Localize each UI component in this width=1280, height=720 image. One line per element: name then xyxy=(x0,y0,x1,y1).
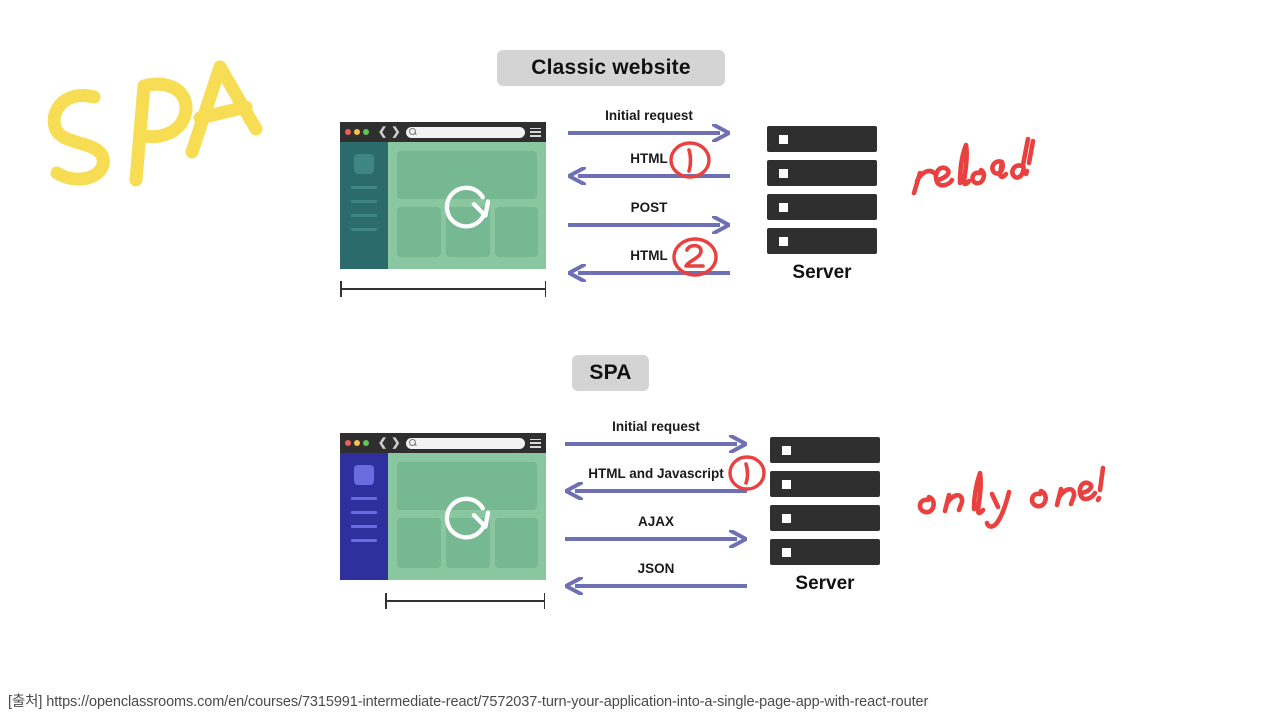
handwritten-only-one-note xyxy=(910,462,1120,537)
content-panel xyxy=(495,518,538,568)
hamburger-icon[interactable] xyxy=(530,127,541,137)
flow-label: Initial request xyxy=(605,108,693,123)
server-stack-classic: Server xyxy=(767,126,877,284)
arrow-right-icon xyxy=(568,216,730,234)
server-unit xyxy=(767,126,877,152)
flow-label: AJAX xyxy=(637,514,674,529)
chevron-left-icon[interactable]: ❮ xyxy=(378,436,388,449)
refresh-icon xyxy=(444,496,491,539)
green-dot-icon xyxy=(363,129,369,135)
server-unit xyxy=(770,471,880,497)
arrow-left-icon xyxy=(565,577,747,595)
server-unit xyxy=(770,505,880,531)
handwritten-marker-2: 2 xyxy=(672,237,718,277)
search-icon xyxy=(409,439,417,446)
content-panel xyxy=(495,207,538,257)
handwritten-marker-1: 1 xyxy=(728,455,766,491)
browser-content-spa xyxy=(388,453,546,580)
server-label: Server xyxy=(792,262,852,283)
arrow-left-icon xyxy=(565,482,747,500)
red-dot-icon xyxy=(345,129,351,135)
flow-label: HTML xyxy=(630,151,668,166)
browser-content-classic xyxy=(388,142,546,269)
flow-label: JSON xyxy=(637,561,675,576)
yellow-dot-icon xyxy=(354,440,360,446)
sidebar-line xyxy=(351,228,377,231)
handwritten-spa-title xyxy=(24,34,274,204)
refresh-icon xyxy=(444,185,491,228)
flow-label: HTML and Javascript xyxy=(588,466,724,481)
chevron-left-icon[interactable]: ❮ xyxy=(378,125,388,138)
content-panel xyxy=(397,151,537,199)
sidebar-line xyxy=(351,186,377,189)
red-dot-icon xyxy=(345,440,351,446)
sidebar-line xyxy=(351,497,377,500)
section-title-spa: SPA xyxy=(572,355,649,391)
server-unit xyxy=(767,160,877,186)
yellow-dot-icon xyxy=(354,129,360,135)
sidebar-logo-icon xyxy=(354,465,374,485)
arrow-right-icon xyxy=(565,435,747,453)
arrow-right-icon xyxy=(565,530,747,548)
browser-mockup-spa: ❮ ❯ xyxy=(340,433,546,580)
sidebar-line xyxy=(351,511,377,514)
sidebar-line xyxy=(351,525,377,528)
browser-titlebar: ❮ ❯ xyxy=(340,433,546,453)
chevron-right-icon[interactable]: ❯ xyxy=(391,125,401,138)
server-unit xyxy=(770,437,880,463)
content-panel xyxy=(397,462,537,510)
content-panel xyxy=(397,518,441,568)
handwritten-reload-note xyxy=(900,125,1050,220)
browser-url-bar[interactable] xyxy=(406,437,525,449)
server-unit xyxy=(767,194,877,220)
sidebar-line xyxy=(351,539,377,542)
server-label: Server xyxy=(795,573,855,594)
arrow-left-icon xyxy=(568,167,730,185)
chevron-right-icon[interactable]: ❯ xyxy=(391,436,401,449)
browser-url-bar[interactable] xyxy=(406,126,525,138)
browser-sidebar-spa xyxy=(340,453,388,580)
search-icon xyxy=(409,128,417,135)
flow-label: HTML xyxy=(630,248,668,263)
sidebar-line xyxy=(351,200,377,203)
server-stack-spa: Server xyxy=(770,437,880,595)
content-panel xyxy=(397,207,441,257)
flow-label: POST xyxy=(630,200,668,215)
source-citation: [출처] https://openclassrooms.com/en/cours… xyxy=(8,694,929,710)
sidebar-line xyxy=(351,214,377,217)
browser-mockup-classic: ❮ ❯ xyxy=(340,122,546,269)
width-measure-spa xyxy=(385,593,545,609)
flow-label: Initial request xyxy=(612,419,700,434)
server-unit xyxy=(767,228,877,254)
hamburger-icon[interactable] xyxy=(530,438,541,448)
server-unit xyxy=(770,539,880,565)
browser-sidebar-classic xyxy=(340,142,388,269)
section-title-classic: Classic website xyxy=(497,50,725,86)
width-measure-classic xyxy=(340,281,546,297)
green-dot-icon xyxy=(363,440,369,446)
sidebar-logo-icon xyxy=(354,154,374,174)
browser-titlebar: ❮ ❯ xyxy=(340,122,546,142)
arrow-right-icon xyxy=(568,124,730,142)
handwritten-marker-1: 1 xyxy=(669,141,711,179)
